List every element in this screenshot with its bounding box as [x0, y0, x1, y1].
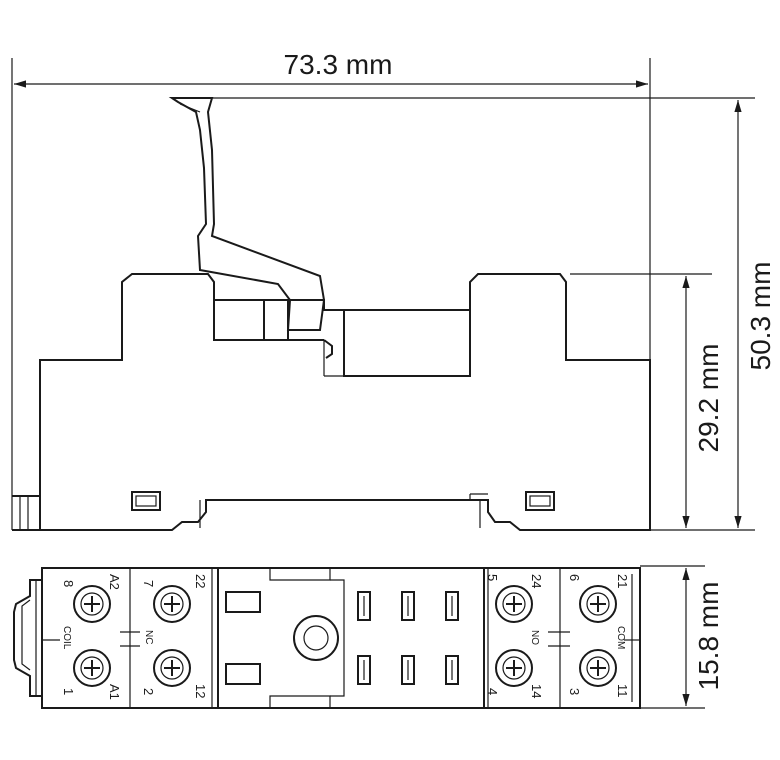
screw-terminal-8 — [73, 585, 111, 623]
no-label: NO — [529, 630, 540, 645]
coil-label: COIL — [61, 626, 72, 650]
terminal-label-7: 7 — [141, 580, 156, 587]
terminal-label-6: 6 — [567, 574, 582, 581]
terminal-label-14: 14 — [529, 684, 544, 698]
terminal-label-5: 5 — [485, 574, 500, 581]
screw-terminal-1 — [73, 649, 111, 687]
depth-dimension-label: 15.8 mm — [693, 582, 724, 691]
terminal-label-4: 4 — [485, 688, 500, 695]
nc-label: NC — [143, 630, 154, 644]
terminal-label-22: 22 — [193, 574, 208, 588]
screw-terminal-7 — [153, 585, 191, 623]
terminal-label-21: 21 — [615, 574, 630, 588]
terminal-label-24: 24 — [529, 574, 544, 588]
terminal-label-2: 2 — [141, 688, 156, 695]
base-height-dimension-label: 29.2 mm — [693, 344, 724, 453]
terminal-label-8: 8 — [61, 580, 76, 587]
extension-lines — [11, 58, 755, 709]
com-label: COM — [615, 626, 626, 649]
pin-slots — [357, 591, 459, 685]
screw-terminal-2 — [153, 649, 191, 687]
screw-terminal-5 — [495, 585, 533, 623]
terminal-label-11: 11 — [615, 684, 630, 698]
screw-terminal-6 — [579, 585, 617, 623]
terminal-label-12: 12 — [193, 684, 208, 698]
socket-side-view — [12, 97, 651, 531]
screw-terminal-3 — [579, 649, 617, 687]
total-height-dimension-label: 50.3 mm — [745, 262, 776, 371]
terminal-label-1: 1 — [61, 688, 76, 695]
width-dimension-label: 73.3 mm — [284, 49, 393, 80]
terminal-label-3: 3 — [567, 688, 582, 695]
socket-top-view: 8 A2 7 22 1 A1 2 12 5 24 6 21 4 14 3 11 … — [13, 567, 641, 709]
screw-terminal-4 — [495, 649, 533, 687]
terminal-label-a1: A1 — [107, 684, 122, 700]
terminal-label-a2: A2 — [107, 574, 122, 590]
